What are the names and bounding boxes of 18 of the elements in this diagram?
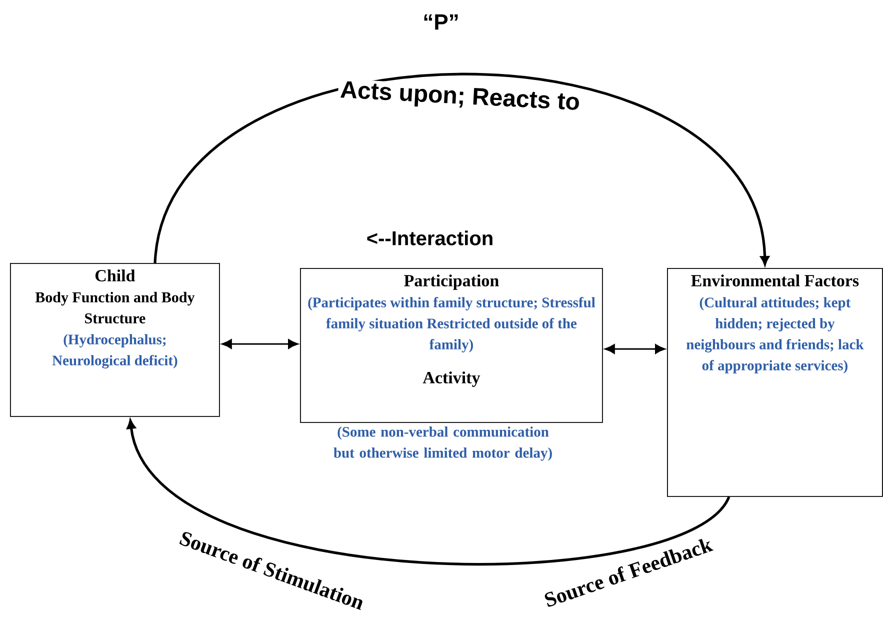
body-text: Body Function and Body Structure (35, 292, 195, 324)
body-text: (Hydrocephalus; Neurological deficit) (52, 334, 178, 368)
heading: Child (95, 269, 136, 282)
box (667, 268, 883, 497)
body-text: (Participates within family structure; Stressful family situation Restricted outside of the family) (308, 297, 596, 352)
body-text: (Some non-verbal communication but otherwise limited motor delay) (334, 426, 552, 461)
arrow (222, 339, 298, 349)
box (10, 263, 220, 417)
heading: Activity (422, 371, 480, 387)
section-label: <--Interaction (367, 230, 492, 246)
title: “P” (424, 14, 458, 30)
heading: Participation (404, 274, 499, 290)
arrow (126, 420, 730, 566)
arrow (604, 344, 666, 354)
heading: Environmental Factors (691, 274, 859, 286)
arrow (154, 72, 770, 266)
body-text: (Cultural attitudes; kept hidden; rejected by neighbours and friends; lack of appropriate services) (686, 297, 864, 374)
edge-label: Acts upon; Reacts to (338, 78, 583, 118)
